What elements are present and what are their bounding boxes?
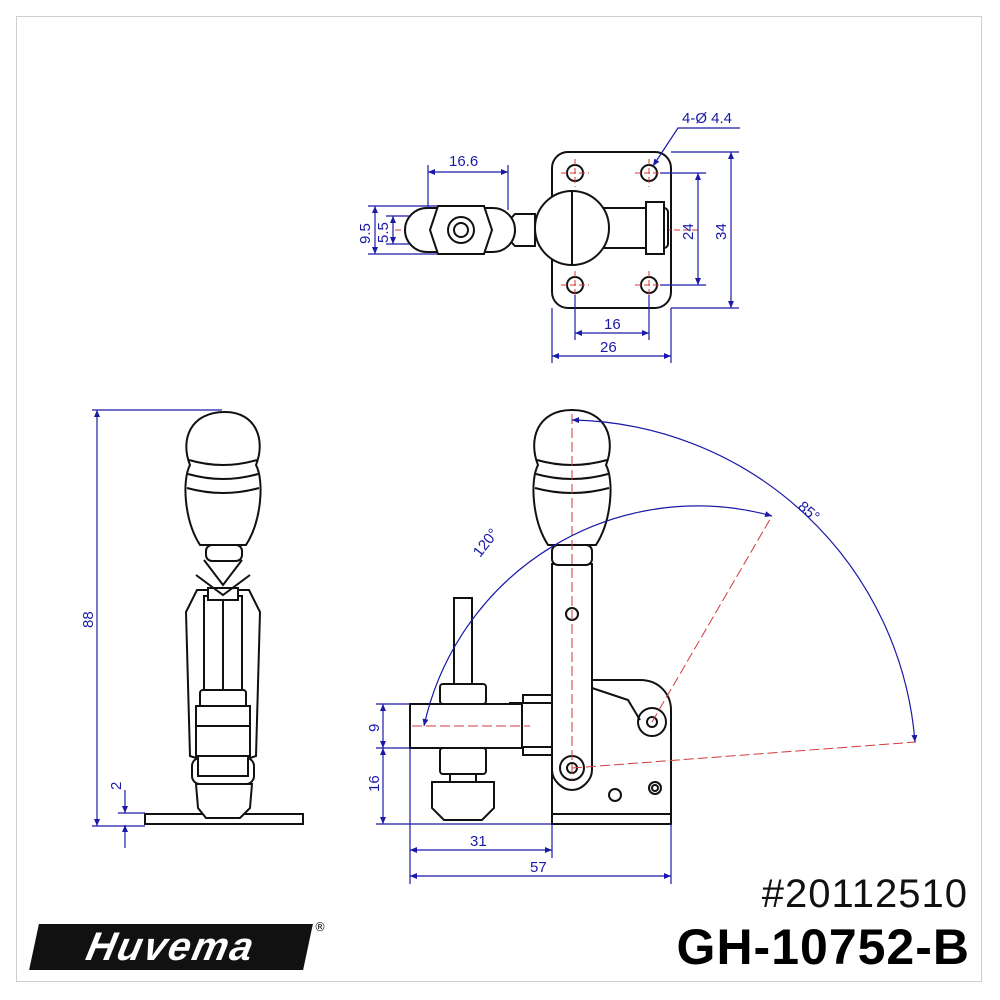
dim-16-side: 16: [366, 775, 383, 792]
dim-9: 9: [366, 724, 383, 732]
registered-mark: ®: [314, 920, 326, 934]
dim-120-deg: 120°: [470, 526, 503, 561]
front-view-dimensions: [92, 409, 222, 848]
dim-88: 88: [80, 611, 97, 628]
dim-16-top: 16: [604, 316, 621, 333]
dim-24: 24: [680, 223, 697, 240]
dim-31: 31: [470, 833, 487, 850]
dim-57: 57: [530, 859, 547, 876]
huvema-logo: Huvema ®: [29, 920, 326, 974]
dim-85-deg: 85°: [794, 498, 822, 526]
spindle-side: [453, 597, 473, 685]
front-view: [144, 410, 304, 825]
dim-9-5: 9.5: [357, 223, 374, 244]
base-plate-side: [551, 813, 672, 825]
dim-26: 26: [600, 339, 617, 356]
dim-34: 34: [713, 223, 730, 240]
side-view: [409, 408, 672, 825]
dim-16-6: 16.6: [449, 153, 478, 170]
dim-2: 2: [108, 782, 125, 790]
dim-hole-spec: 4-Ø 4.4: [682, 110, 732, 127]
model-number: GH-10752-B: [676, 919, 970, 975]
logo-wordmark: Huvema: [29, 924, 313, 970]
side-view-dimensions: [376, 417, 918, 884]
article-number: #20112510: [761, 872, 968, 916]
top-view: [395, 151, 700, 309]
drawing-frame: [16, 16, 982, 982]
dim-5-5: 5.5: [375, 222, 392, 243]
top-view-dimensions: [368, 127, 740, 363]
